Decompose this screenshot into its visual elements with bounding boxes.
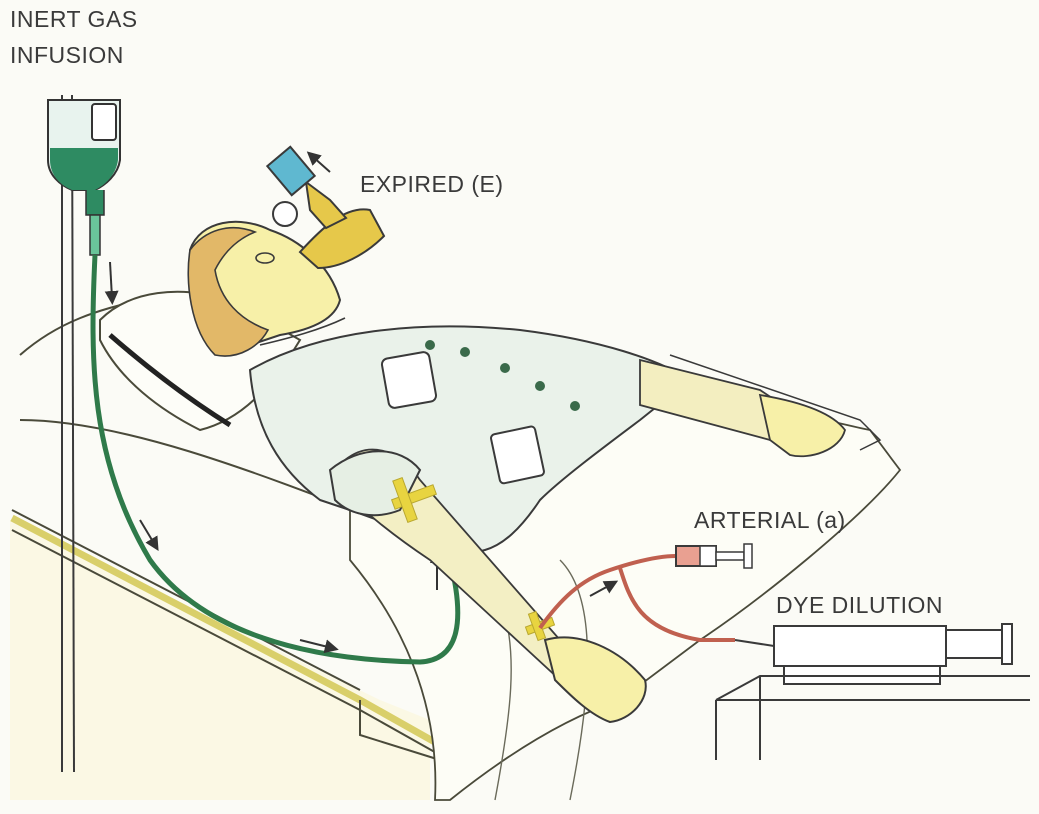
flow-arrow-icon xyxy=(312,156,330,172)
expired-label: EXPIRED (E) xyxy=(360,171,504,198)
dye-dilution-label: DYE DILUTION xyxy=(776,592,943,619)
inert-gas-label: INERT GAS xyxy=(10,6,138,33)
iv-bag-icon xyxy=(48,100,120,255)
flow-arrow-icon xyxy=(300,640,332,648)
side-table xyxy=(716,676,1030,760)
flow-arrow-icon xyxy=(110,262,112,298)
arterial-label: ARTERIAL (a) xyxy=(694,507,846,534)
infusion-label: INFUSION xyxy=(10,42,124,69)
